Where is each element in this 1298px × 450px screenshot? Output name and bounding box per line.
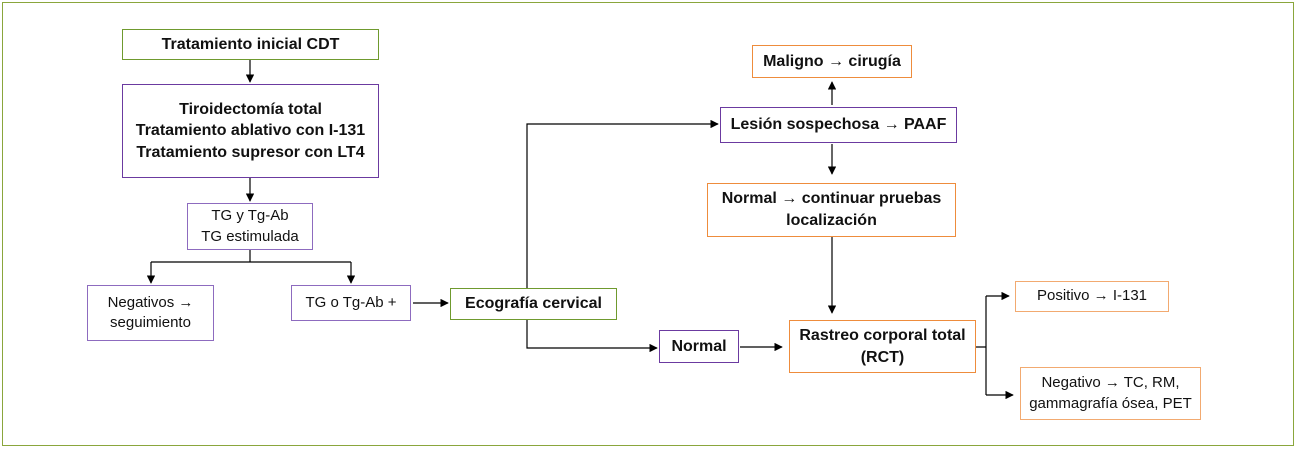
node-maligno: Maligno → cirugía (752, 45, 912, 78)
node-ecografia: Ecografía cervical (450, 288, 617, 320)
node-line: Negativo → TC, RM, (1041, 374, 1180, 392)
node-line: Tratamiento ablativo con I-131 (135, 122, 366, 140)
node-line: Normal → continuar pruebas (721, 190, 942, 208)
node-line: Normal (671, 337, 727, 355)
node-negativo: Negativo → TC, RM, gammagrafía ósea, PET (1020, 367, 1201, 420)
node-line: gammagrafía ósea, PET (1029, 394, 1192, 412)
node-rct: Rastreo corporal total (RCT) (789, 320, 976, 373)
node-line: TG y Tg-Ab (211, 207, 289, 225)
node-line: Rastreo corporal total (799, 326, 966, 344)
node-line: Negativos → (107, 293, 194, 311)
node-line: seguimiento (110, 314, 191, 331)
node-line: Tiroidectomía total (179, 100, 322, 118)
node-tratamiento-detalle: Tiroidectomía total Tratamiento ablativo… (122, 84, 379, 178)
connector-rct-split (976, 296, 987, 395)
node-line: (RCT) (860, 348, 905, 366)
node-line: localización (786, 212, 877, 229)
node-normal-continuar: Normal → continuar pruebas localización (707, 183, 956, 237)
node-negativos: Negativos → seguimiento (87, 285, 214, 341)
node-line: Positivo → I-131 (1036, 287, 1148, 305)
arrow-ecografia-to-normal (526, 320, 658, 353)
arrow-ecografia-to-lesion (526, 119, 719, 288)
node-line: Lesión sospechosa → PAAF (730, 116, 947, 134)
node-line: TG estimulada (201, 227, 299, 245)
node-line: Ecografía cervical (465, 295, 602, 313)
node-line: TG o Tg-Ab + (305, 293, 397, 311)
node-line: Tratamiento supresor con LT4 (136, 143, 365, 161)
node-line: Tratamiento inicial CDT (161, 35, 340, 53)
connector-tg-split (151, 250, 351, 263)
node-tratamiento-inicial: Tratamiento inicial CDT (122, 29, 379, 60)
node-normal: Normal (659, 330, 739, 363)
node-lesion: Lesión sospechosa → PAAF (720, 107, 957, 143)
node-tg-positivo: TG o Tg-Ab + (291, 285, 411, 321)
node-positivo: Positivo → I-131 (1015, 281, 1169, 312)
node-line: Maligno → cirugía (763, 52, 901, 70)
node-tg-tgab: TG y Tg-Ab TG estimulada (187, 203, 313, 250)
